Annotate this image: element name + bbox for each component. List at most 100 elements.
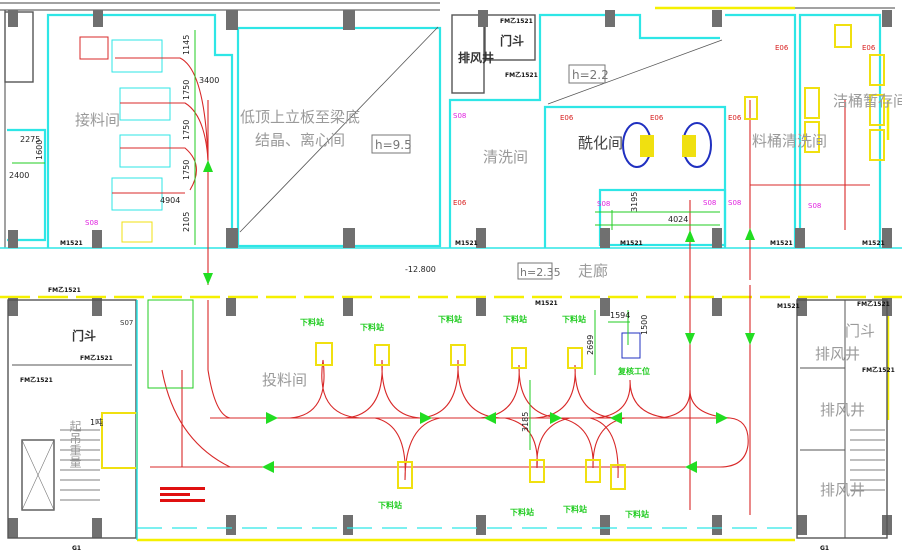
dim-2275: 2275 [20, 135, 40, 144]
tag-s08: S08 [728, 199, 741, 207]
dim-2105: 2105 [182, 212, 191, 232]
arrow-up-icon [685, 230, 695, 242]
reactors [622, 100, 870, 515]
grid-label: G1 [72, 545, 81, 552]
room-exhaust-top: 排风井 [458, 50, 494, 65]
dim-3400: 3400 [199, 76, 219, 85]
hoist-label: 起吊重量 [68, 420, 82, 468]
unload-station-label: 下料站 [563, 504, 587, 514]
dim-2699: 2699 [586, 335, 595, 355]
dim-3195: 3195 [630, 192, 639, 212]
tag-e06: E06 [728, 114, 742, 122]
room-vestibule-top: 门斗 [500, 33, 524, 48]
unloading-stations [147, 299, 641, 502]
tag-m1521: M1521 [455, 240, 478, 247]
unload-station-label: 下料站 [562, 314, 586, 324]
tag-fire-door: FM乙1521 [862, 367, 895, 374]
hoist-load: 1吨 [90, 417, 103, 427]
unload-station-label: 下料站 [625, 509, 649, 519]
tag-m1521: M1521 [620, 240, 643, 247]
room-crystal: 结晶、离心间 [255, 131, 345, 149]
elevation-mark: -12.800 [405, 265, 436, 274]
grid-label: G1 [820, 545, 829, 552]
tag-s08: S08 [597, 200, 610, 208]
unload-station-label: 下料站 [378, 500, 402, 510]
tag-fire-door: FM乙1521 [48, 287, 81, 294]
dim-2400: 2400 [9, 171, 29, 180]
unload-station-label: 下料站 [438, 314, 462, 324]
unload-station-label: 下料站 [300, 317, 324, 327]
tag-fire-door: FM乙1521 [20, 377, 53, 384]
tag-fire-door: FM乙1521 [505, 72, 538, 79]
dim-1750: 1750 [182, 80, 191, 100]
tag-m1521: M1521 [862, 240, 885, 247]
room-cleaning: 清洗间 [483, 148, 528, 166]
tag-fire-door: FM乙1521 [80, 355, 113, 362]
station-labels: 下料站 下料站 下料站 下料站 下料站 下料站 下料站 下料站 下料站 复核工位 [300, 314, 650, 519]
unload-station-label: 下料站 [360, 322, 384, 332]
arrow-right-icon [716, 412, 728, 424]
arrow-left-icon [685, 461, 697, 473]
unload-station-label: 下料站 [510, 507, 534, 517]
dimension-labels: 1145 1750 1750 1750 2105 3400 4904 2275 … [9, 35, 688, 432]
dim-3185: 3185 [521, 412, 530, 432]
tag-e06: E06 [862, 44, 876, 52]
arrow-down-icon [685, 333, 695, 345]
lower-side-blocks [7, 299, 888, 540]
dimension-lines [12, 30, 720, 450]
arrow-up-icon [203, 160, 213, 172]
centrifuge-equipment [111, 39, 171, 243]
dim-1750: 1750 [182, 120, 191, 140]
arrow-down-icon [203, 273, 213, 285]
room-drum-cleaning: 料桶清洗间 [752, 132, 827, 150]
room-vestibule-left: 门斗 [72, 328, 96, 343]
dim-1600: 1600 [35, 140, 44, 160]
room-exhaust-r1: 排风井 [815, 345, 860, 363]
room-labels: 接料间 低顶上立板至梁底 结晶、离心间 h=9.5 排风井 门斗 清洗间 酰化间… [68, 33, 902, 499]
drum-storage-equipment [744, 24, 885, 161]
room-corridor: 走廊 [578, 262, 608, 280]
dim-1500: 1500 [640, 315, 649, 335]
room-clean-drum-storage: 洁桶暂存间 [833, 92, 902, 110]
dim-4024: 4024 [668, 215, 688, 224]
agv-path [150, 228, 755, 481]
top-rooms [7, 13, 882, 248]
room-receiving: 接料间 [75, 111, 120, 129]
room-acylation: 酰化间 [578, 134, 623, 152]
agv-lines-receiving [79, 36, 213, 285]
room-feeding: 投料间 [262, 371, 307, 389]
arrow-left-icon [262, 461, 274, 473]
tag-m1521: M1521 [777, 303, 800, 310]
tag-e06: E06 [453, 199, 467, 207]
dim-4904: 4904 [160, 196, 180, 205]
tag-s08: S08 [85, 219, 98, 227]
dim-1145: 1145 [182, 35, 191, 55]
arrow-down-icon [745, 333, 755, 345]
tag-s08: S08 [703, 199, 716, 207]
door-and-equipment-tags: S08 S08 S08 S08 S08 S08 E06 E06 E06 E06 … [20, 18, 895, 552]
arrow-left-icon [610, 412, 622, 424]
tag-s08: S08 [453, 112, 466, 120]
tag-m1521: M1521 [770, 240, 793, 247]
corridor-height: h=2.35 [520, 266, 561, 279]
tag-fire-door: FM乙1521 [857, 301, 890, 308]
arrow-right-icon [550, 412, 562, 424]
tag-m1521: M1521 [60, 240, 83, 247]
room-exhaust-r3: 排风井 [820, 481, 865, 499]
room-crystal-note: 低顶上立板至梁底 [240, 108, 360, 126]
arrow-up-icon [745, 228, 755, 240]
room-vestibule-right: 门斗 [845, 322, 875, 340]
arrow-right-icon [266, 412, 278, 424]
building-outline [0, 2, 902, 542]
dim-1750: 1750 [182, 160, 191, 180]
review-station-label: 复核工位 [617, 366, 650, 376]
acylation-height: h=2.2 [572, 68, 609, 82]
tag-e06: E06 [650, 114, 664, 122]
tag-m1521: M1521 [535, 300, 558, 307]
tag-fire-door: FM乙1521 [500, 18, 533, 25]
arrow-right-icon [420, 412, 432, 424]
arrow-left-icon [484, 412, 496, 424]
room-exhaust-r2: 排风井 [820, 401, 865, 419]
crystal-height: h=9.5 [375, 138, 412, 152]
